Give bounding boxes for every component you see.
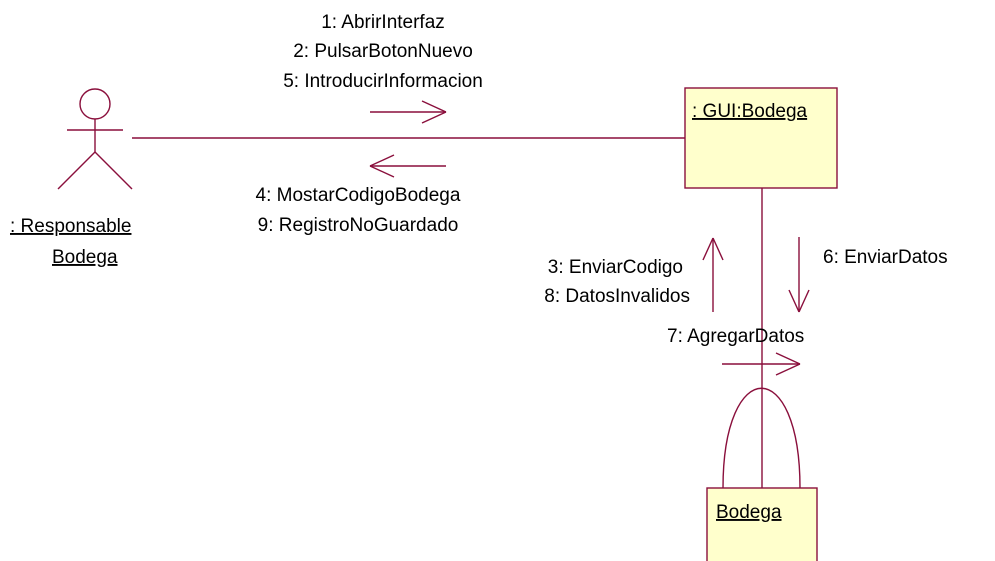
actor-icon	[57, 88, 133, 190]
message-6: 6: EnviarDatos	[823, 247, 948, 268]
actor-name: : Responsable	[10, 216, 131, 237]
actor-name-line2: Bodega	[52, 247, 118, 268]
message-1: 1: AbrirInterfaz	[321, 12, 445, 33]
gui-bodega-label: : GUI:Bodega	[692, 101, 808, 122]
message-2: 2: PulsarBotonNuevo	[293, 41, 473, 62]
message-3: 3: EnviarCodigo	[548, 257, 683, 278]
bodega-self-link	[722, 387, 801, 489]
arrow-down-icon	[788, 237, 810, 313]
arrow-up-icon	[702, 237, 724, 312]
arrow-self-right-icon	[722, 352, 801, 376]
message-7: 7: AgregarDatos	[667, 326, 804, 347]
bodega-object[interactable]	[706, 487, 818, 561]
bodega-label: Bodega	[716, 502, 782, 523]
arrow-left-icon	[369, 154, 446, 178]
gui-bodega-object[interactable]	[684, 87, 838, 189]
message-9: 9: RegistroNoGuardado	[258, 215, 459, 236]
message-5: 5: IntroducirInformacion	[283, 71, 483, 92]
message-4: 4: MostarCodigoBodega	[256, 185, 461, 206]
arrow-right-icon	[370, 100, 447, 124]
message-8: 8: DatosInvalidos	[544, 286, 690, 307]
